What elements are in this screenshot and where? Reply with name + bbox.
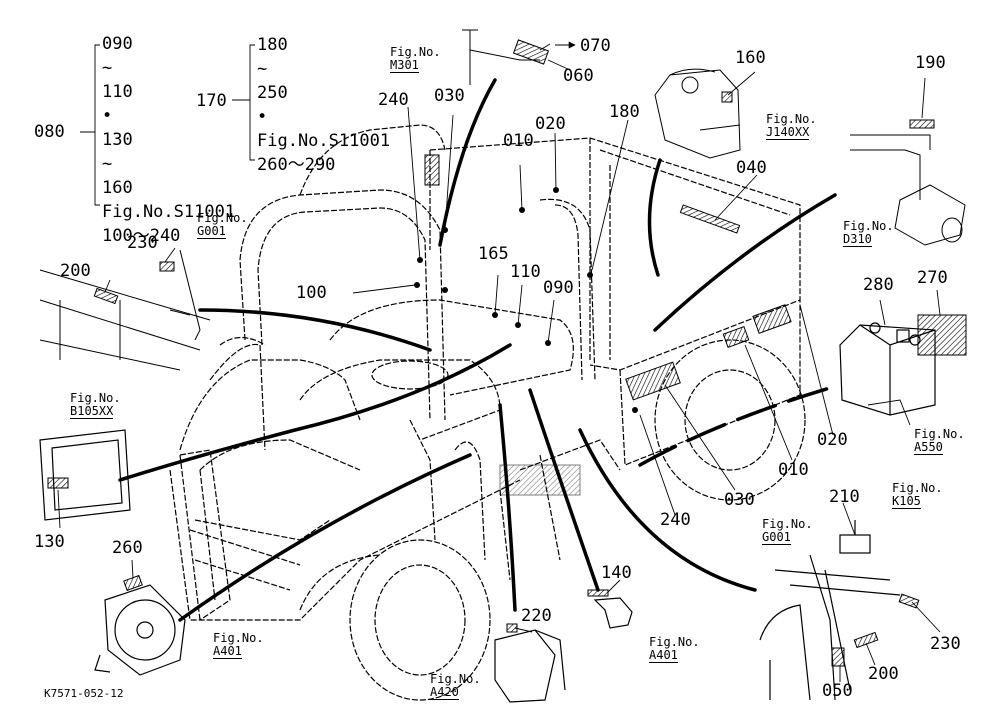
callout-010-b: 010 — [778, 460, 809, 480]
callout-270: 270 — [917, 268, 948, 288]
figref-g001: Fig.No. G001 — [197, 211, 248, 239]
callout-030: 030 — [434, 86, 465, 106]
callout-050: 050 — [822, 681, 853, 701]
figref-k105: Fig.No. K105 — [892, 481, 943, 509]
callout-020: 020 — [535, 114, 566, 134]
figref-a550: Fig.No. A550 — [914, 427, 965, 455]
callout-130: 130 — [34, 532, 65, 552]
callout-165: 165 — [478, 244, 509, 264]
callout-200-b: 200 — [868, 664, 899, 684]
figref-j140xx: Fig.No. J140XX — [766, 112, 817, 140]
callout-020-b: 020 — [817, 430, 848, 450]
callout-160: 160 — [735, 48, 766, 68]
figref-g001-b: Fig.No. G001 — [762, 517, 813, 545]
callout-010: 010 — [503, 131, 534, 151]
utility-vehicle-body — [169, 124, 806, 701]
callout-240-b: 240 — [660, 510, 691, 530]
callout-080: 080 — [34, 122, 65, 142]
leader-lines — [57, 43, 941, 682]
camera-d310 — [849, 134, 966, 246]
callout-090: 090 — [543, 278, 574, 298]
group-170-list: 180 ~ 250 • Fig.No.S11001 260～290 — [257, 35, 391, 175]
bracket-a420 — [494, 629, 566, 703]
callout-040: 040 — [736, 158, 767, 178]
callout-arrows — [118, 78, 842, 622]
callout-070: 070 — [580, 36, 611, 56]
panel-b105xx — [39, 429, 131, 521]
figref-b105xx: Fig.No. B105XX — [70, 391, 121, 419]
callout-190: 190 — [915, 53, 946, 73]
tank-j140xx — [654, 68, 741, 159]
clip-a401 — [593, 597, 633, 629]
fastener-dots — [414, 187, 638, 413]
callout-140: 140 — [601, 563, 632, 583]
figref-d310: Fig.No. D310 — [843, 219, 894, 247]
callout-280: 280 — [863, 275, 894, 295]
callout-180: 180 — [609, 102, 640, 122]
figref-m301: Fig.No. M301 — [390, 45, 441, 73]
group-080-list: 090 ~ 110 • 130 ~ 160 Fig.No.S11001 100～… — [102, 34, 236, 246]
battery-a550 — [839, 322, 936, 416]
decal-hatches — [47, 39, 967, 667]
drawing-code: K7571-052-12 — [44, 687, 124, 700]
figref-a401-b: Fig.No. A401 — [649, 635, 700, 663]
callout-240: 240 — [378, 90, 409, 110]
callout-100: 100 — [296, 283, 327, 303]
callout-200: 200 — [60, 261, 91, 281]
callout-220: 220 — [521, 606, 552, 626]
callout-170: 170 — [196, 91, 227, 111]
callout-030-b: 030 — [724, 490, 755, 510]
figref-a420: Fig.No. A420 — [430, 672, 481, 700]
callout-260: 260 — [112, 538, 143, 558]
figref-a401: Fig.No. A401 — [213, 631, 264, 659]
callout-210: 210 — [829, 487, 860, 507]
callout-230: 230 — [127, 233, 158, 253]
frame-g001-left — [39, 249, 211, 371]
bracket-m301 — [462, 29, 576, 85]
callout-110: 110 — [510, 262, 541, 282]
callout-230-b: 230 — [930, 634, 961, 654]
fan-shroud-a401 — [94, 584, 186, 676]
callout-060: 060 — [563, 66, 594, 86]
